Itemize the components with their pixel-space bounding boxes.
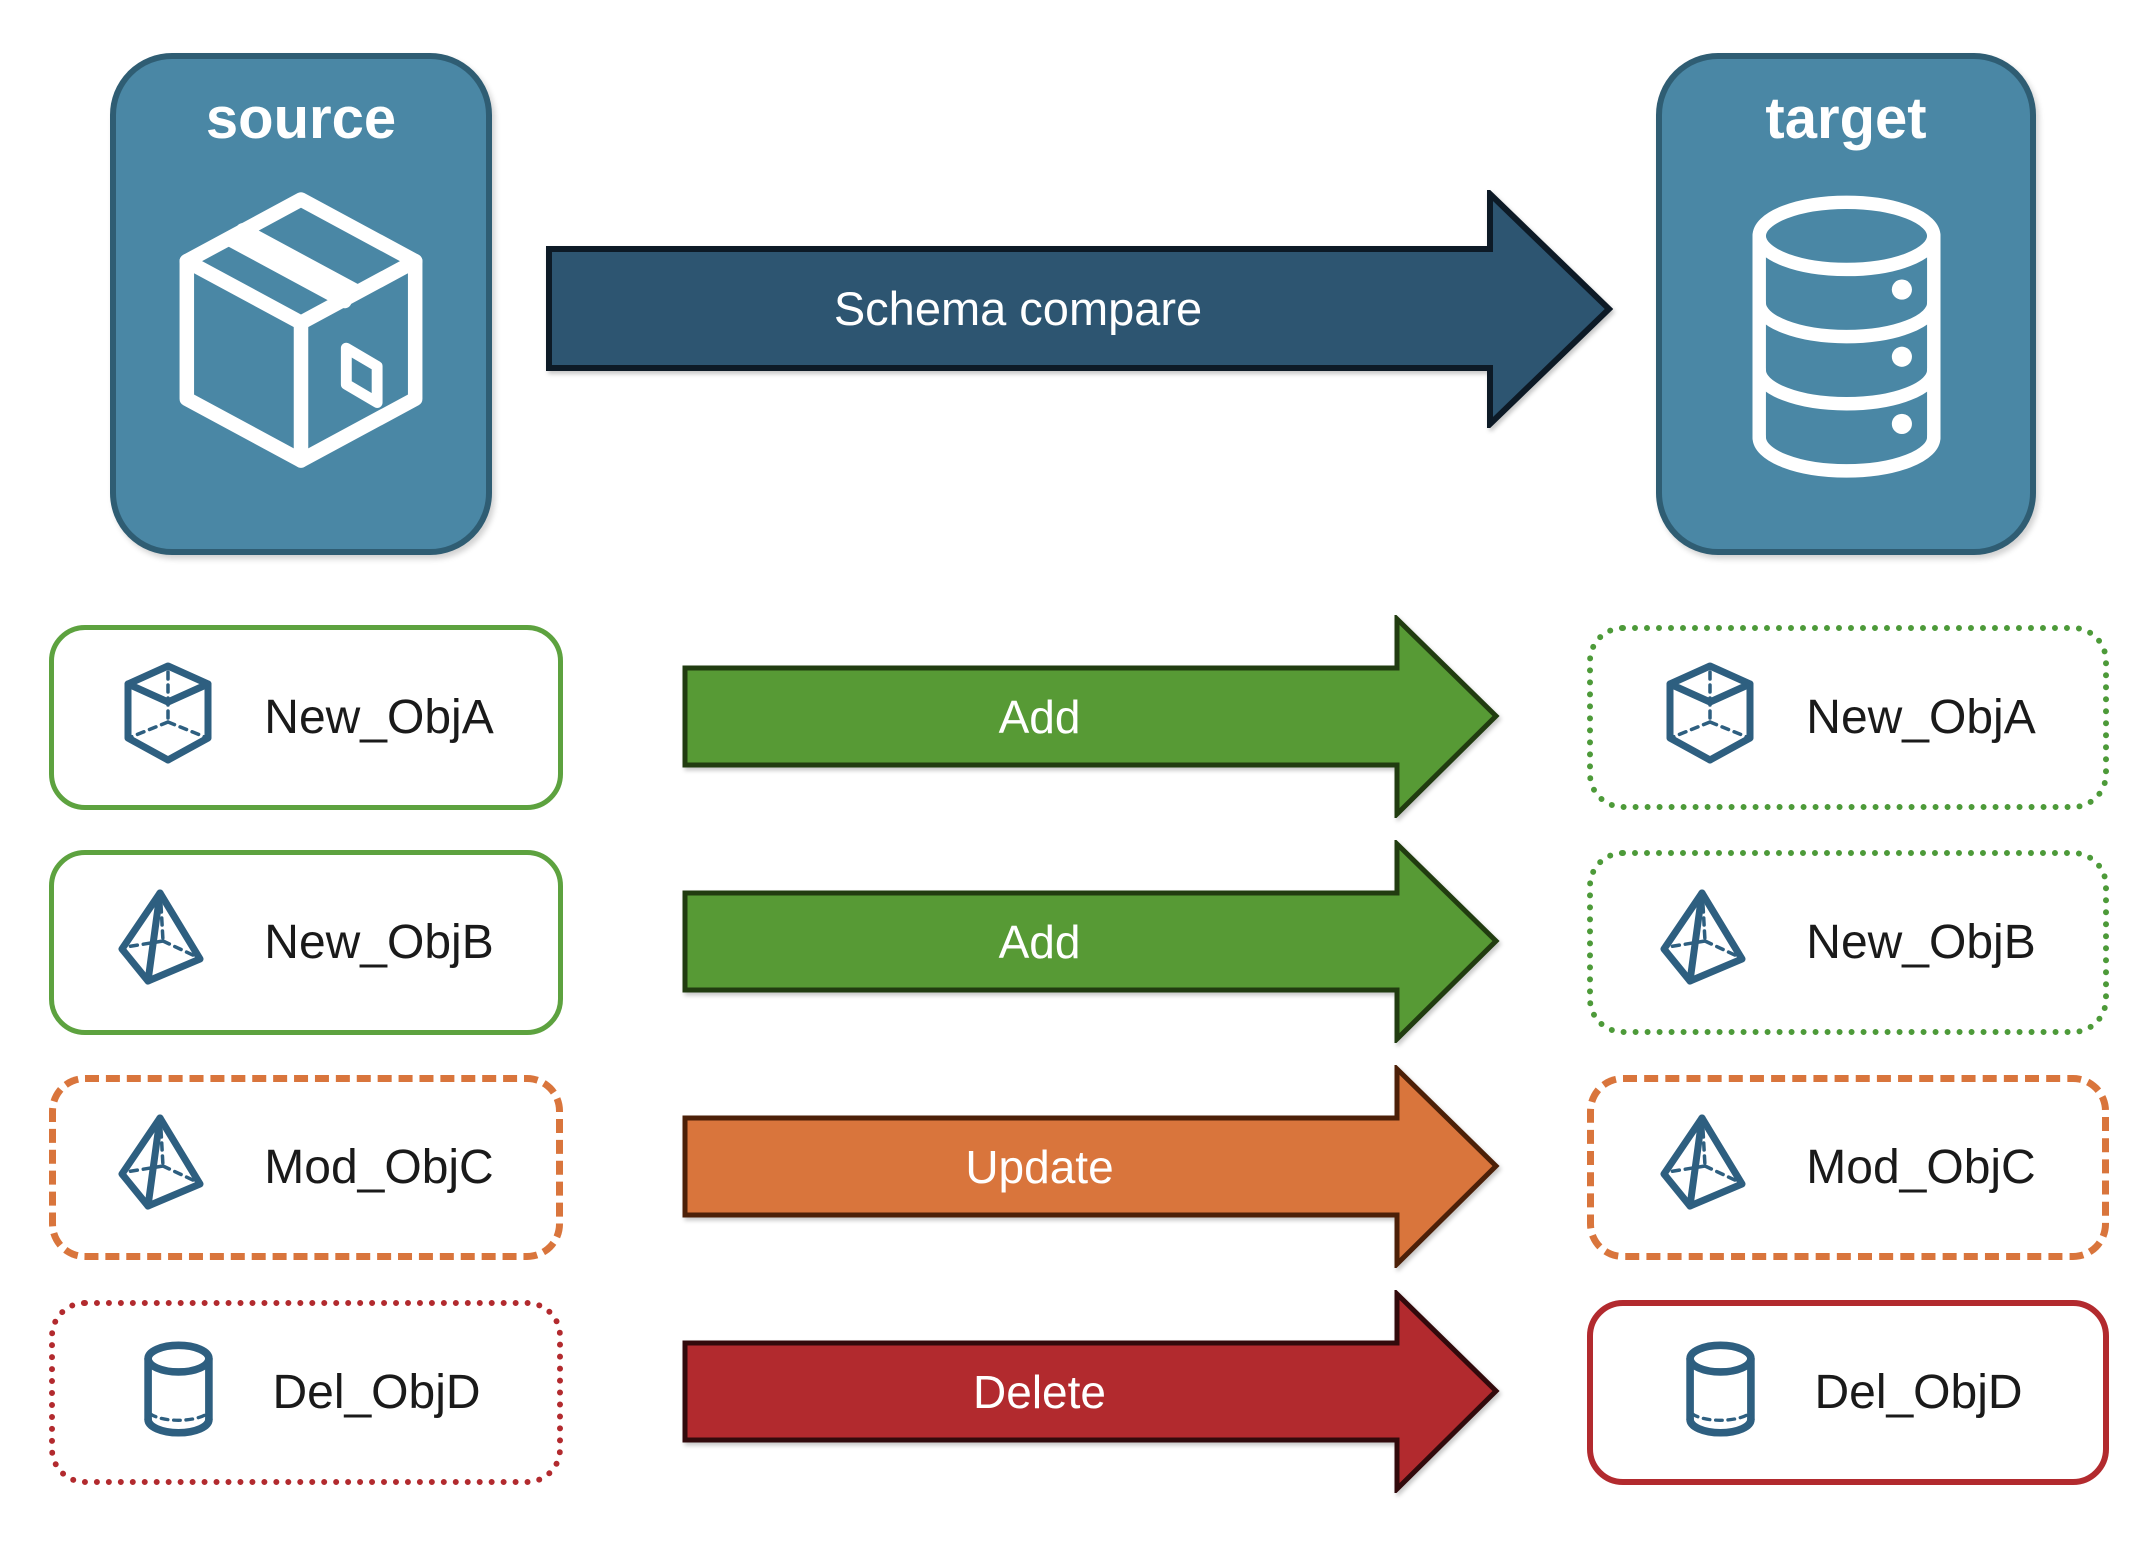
object-label: Del_ObjD [1814,1366,2023,1419]
cylinder-icon [1673,1335,1768,1450]
pyramid-icon [1660,885,1760,1000]
target-object-del-objd: Del_ObjD [1587,1300,2109,1485]
pyramid-icon [1660,1110,1760,1225]
object-label: New_ObjB [264,916,494,969]
target-node: target [1656,53,2036,555]
source-object-del-objd: Del_ObjD [49,1300,563,1485]
add-arrow-label: Add [998,915,1081,968]
source-node: source [110,53,492,555]
object-label: Mod_ObjC [264,1141,494,1194]
target-object-new-obja: New_ObjA [1587,625,2109,810]
source-object-mod-objc: Mod_ObjC [49,1075,563,1260]
update-arrow-objc: Update [682,1065,1500,1268]
delete-arrow-objd: Delete [682,1290,1500,1493]
cube-icon [118,660,218,775]
object-label: Del_ObjD [272,1366,481,1419]
update-arrow-label: Update [965,1140,1114,1193]
object-label: New_ObjA [264,691,494,744]
object-label: New_ObjB [1806,916,2036,969]
source-object-new-objb: New_ObjB [49,850,563,1035]
schema-compare-label: Schema compare [833,282,1203,335]
target-title: target [1765,86,1927,151]
object-label: New_ObjA [1806,691,2036,744]
schema-compare-arrow: Schema compare [546,190,1613,428]
package-icon [165,185,437,480]
database-icon [1729,185,1964,510]
pyramid-icon [118,1110,218,1225]
cube-icon [1660,660,1760,775]
target-object-mod-objc: Mod_ObjC [1587,1075,2109,1260]
cylinder-icon [131,1335,226,1450]
source-title: source [205,86,397,151]
delete-arrow-label: Delete [973,1365,1106,1418]
pyramid-icon [118,885,218,1000]
object-label: Mod_ObjC [1806,1141,2036,1194]
add-arrow-obja: Add [682,615,1500,818]
source-object-new-obja: New_ObjA [49,625,563,810]
add-arrow-objb: Add [682,840,1500,1043]
target-object-new-objb: New_ObjB [1587,850,2109,1035]
add-arrow-label: Add [998,690,1081,743]
